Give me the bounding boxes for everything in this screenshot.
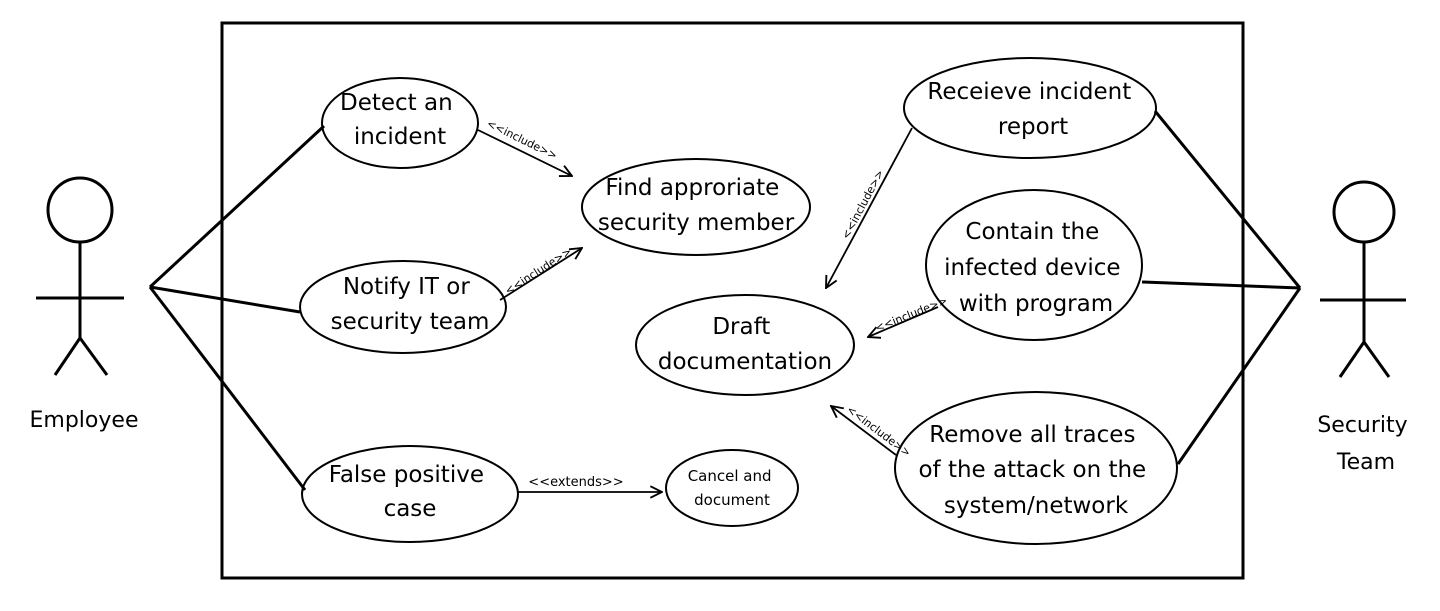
include-label-receive-draft: <<include>>	[839, 168, 887, 242]
svg-text:Find approriate security: Find approriate security member	[598, 175, 795, 236]
svg-text:Receieve incident report: Receieve incident report	[927, 79, 1138, 140]
use-case-remove-traces: Remove all traces of the attack on the s…	[894, 391, 1178, 545]
use-case-contain-device: Contain the infected device with program	[925, 189, 1143, 341]
relationship-arrows	[477, 127, 939, 492]
svg-text:Cancel and document: Cancel and document	[688, 467, 777, 509]
use-case-false-positive: False positive case	[301, 445, 519, 543]
include-label-notify-find: <<include>>	[503, 245, 574, 298]
include-label-contain-draft: <<include>>	[873, 294, 949, 335]
use-case-cancel-document: Cancel and document	[665, 449, 799, 527]
use-case-detect-incident: Detect an incident	[321, 77, 479, 169]
svg-text:Notify IT or security te: Notify IT or security team	[331, 274, 490, 335]
svg-text:Detect an incident: Detect an incident	[340, 90, 460, 150]
security-team-actor	[1320, 180, 1406, 378]
employee-label: Employee	[30, 408, 139, 433]
extends-label-false-cancel: <<extends>>	[528, 475, 623, 490]
associations	[148, 110, 1302, 491]
svg-text:Draft documentation: Draft documentation	[658, 314, 832, 375]
security-team-label: Security Team	[1317, 413, 1414, 475]
svg-text:Remove all traces of the: Remove all traces of the attack on the s…	[918, 422, 1153, 519]
svg-text:Contain the infected dev: Contain the infected device with program	[944, 219, 1128, 317]
svg-text:False positive case: False positive case	[329, 462, 492, 522]
use-case-notify-it: Notify IT or security team	[299, 260, 507, 354]
include-label-remove-draft: <<include>>	[844, 403, 913, 460]
employee-actor	[36, 176, 124, 376]
use-case-find-security-member: Find approriate security member	[581, 158, 811, 256]
use-case-draft-documentation: Draft documentation	[635, 294, 855, 396]
use-case-receive-report: Receieve incident report	[903, 57, 1157, 159]
